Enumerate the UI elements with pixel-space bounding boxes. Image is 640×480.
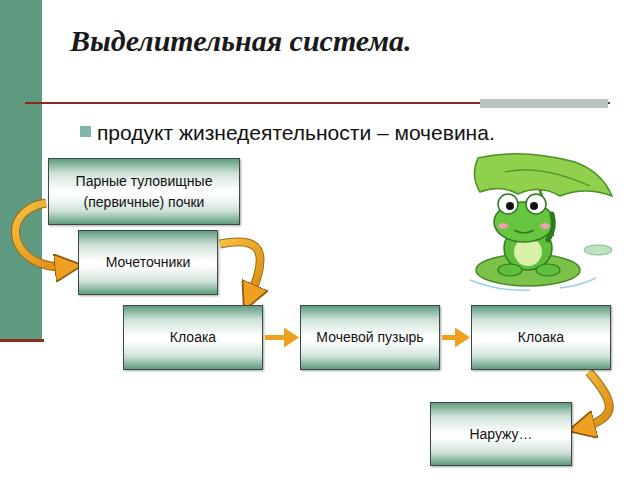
- frog-illustration: [470, 154, 612, 290]
- title-rule-bar: [480, 99, 608, 108]
- bullet-text: продукт жизнедеятельности – мочевина.: [97, 121, 495, 145]
- process-box: Мочеточники: [78, 230, 218, 295]
- process-box: Клоака: [123, 305, 263, 370]
- box-content: Мочевой пузырь: [316, 327, 423, 348]
- arrow-outline: [580, 372, 609, 428]
- curved-arrow: [220, 242, 260, 299]
- box-label: Клоака: [170, 327, 216, 348]
- box-label: Клоака: [518, 327, 564, 348]
- flow-arrow: [265, 335, 296, 340]
- box-content: Мочеточники: [106, 252, 190, 273]
- box-label: Парные туловищные (первичные) почки: [55, 171, 233, 213]
- process-box: Клоака: [471, 305, 611, 370]
- arrow-outline: [220, 242, 260, 299]
- bullet-square: [80, 126, 91, 137]
- box-content: Наружу…: [469, 424, 532, 445]
- flow-arrow: [442, 335, 467, 340]
- process-box: Мочевой пузырь: [300, 305, 440, 370]
- box-label: Наружу…: [469, 424, 532, 445]
- side-bar-line: [0, 339, 44, 342]
- box-label: Мочевой пузырь: [316, 327, 423, 348]
- process-box: Парные туловищные (первичные) почки: [48, 158, 240, 225]
- box-content: Клоака: [518, 327, 564, 348]
- side-bar: [0, 0, 42, 340]
- box-content: Парные туловищные (первичные) почки: [55, 171, 233, 213]
- box-content: Клоака: [170, 327, 216, 348]
- slide-title: Выделительная система.: [70, 24, 411, 58]
- box-label: Мочеточники: [106, 252, 190, 273]
- process-box: Наружу…: [430, 402, 572, 466]
- curved-arrow: [580, 372, 609, 428]
